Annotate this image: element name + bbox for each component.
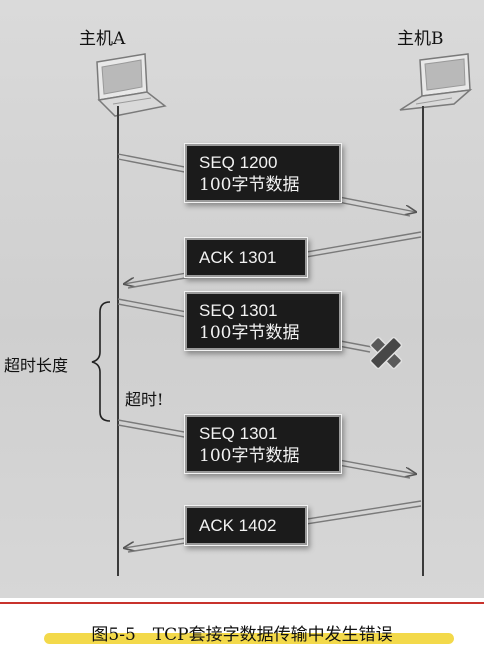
message-seq-1301-lost: SEQ 1301 100字节数据: [187, 294, 339, 348]
timeout-length-label: 超时长度: [4, 356, 69, 375]
message-seq-label: SEQ 1301: [199, 424, 278, 443]
x-mark-icon: [369, 336, 403, 370]
caption-highlight: [44, 633, 454, 644]
figure-caption: 图5-5 TCP套接字数据传输中发生错误: [91, 625, 393, 645]
host-a-label: 主机A: [79, 29, 126, 49]
figure-caption-area: 图5-5 TCP套接字数据传输中发生错误: [0, 598, 484, 652]
caption-rule: [0, 602, 484, 604]
message-seq-label: SEQ 1200: [199, 153, 278, 172]
message-seq-1200: SEQ 1200 100字节数据: [187, 146, 339, 200]
host-b-lifeline: [422, 106, 424, 576]
host-icons: [96, 53, 473, 117]
message-data-label: 100字节数据: [199, 446, 300, 466]
message-seq-1301-retry: SEQ 1301 100字节数据: [187, 417, 339, 471]
message-data-label: 100字节数据: [199, 175, 300, 195]
host-a-lifeline: [117, 106, 119, 576]
message-ack-1402: ACK 1402: [187, 508, 305, 543]
host-b-label: 主机B: [397, 29, 444, 49]
timeout-event-label: 超时!: [125, 390, 164, 409]
message-seq-label: SEQ 1301: [199, 301, 278, 320]
timeout-bracket: [91, 301, 111, 422]
message-ack-label: ACK 1402: [199, 516, 277, 535]
message-ack-1301: ACK 1301: [187, 240, 305, 275]
message-data-label: 100字节数据: [199, 323, 300, 343]
message-ack-label: ACK 1301: [199, 248, 277, 267]
laptop-icon: [399, 53, 473, 111]
sequence-diagram: 主机A 主机B: [0, 0, 484, 598]
laptop-icon: [96, 53, 167, 117]
